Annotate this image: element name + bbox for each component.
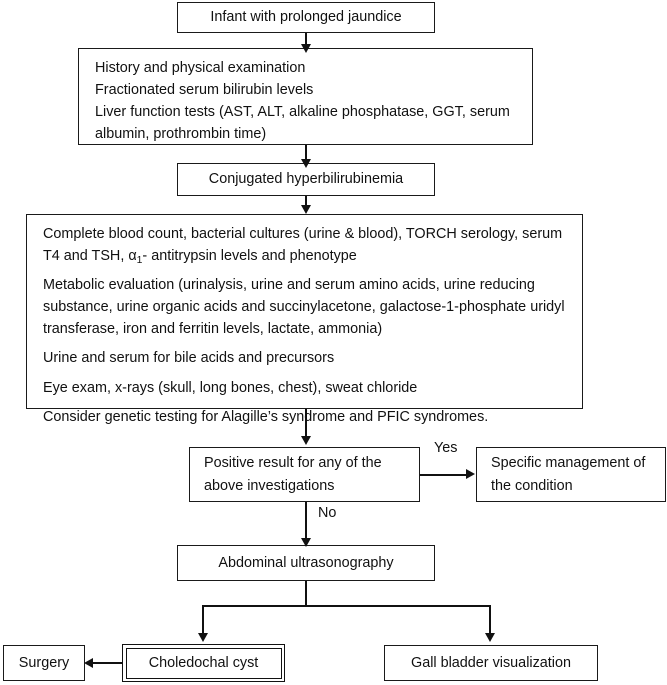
connector-start-to-workup xyxy=(305,33,307,46)
node-label: Surgery xyxy=(18,654,70,671)
connector-conjugated-to-investigations xyxy=(305,196,307,208)
arrowhead-workup-to-conjugated xyxy=(300,159,311,168)
node-label: Specific management of the condition xyxy=(491,455,646,494)
workup-line-2: Fractionated serum bilirubin levels xyxy=(95,81,314,98)
workup-line-1: History and physical examination xyxy=(95,60,306,76)
node-choledochal-cyst[interactable]: Choledochal cyst xyxy=(122,644,285,682)
node-conjugated-hyperbilirubinemia[interactable]: Conjugated hyperbilirubinemia xyxy=(177,163,435,196)
edge-label-yes: Yes xyxy=(434,440,458,456)
connector-ultrasound-split-bus xyxy=(202,605,491,607)
node-label: Conjugated hyperbilirubinemia xyxy=(208,171,404,188)
node-surgery[interactable]: Surgery xyxy=(3,645,85,681)
node-initial-workup[interactable]: History and physical examination Fractio… xyxy=(78,48,533,145)
arrowhead-decision-to-ultrasound xyxy=(300,538,311,547)
node-infant-with-prolonged-jaundice[interactable]: Infant with prolonged jaundice xyxy=(177,2,435,33)
investigation-paragraph-1: Complete blood count, bacterial cultures… xyxy=(43,226,563,266)
connector-decision-to-ultrasound xyxy=(305,502,307,540)
edge-label-no: No xyxy=(318,505,337,521)
node-abdominal-ultrasonography[interactable]: Abdominal ultrasonography xyxy=(177,545,435,581)
node-gall-bladder-visualization[interactable]: Gall bladder visualization xyxy=(384,645,598,681)
investigation-paragraph-4: Eye exam, x-rays (skull, long bones, che… xyxy=(43,379,418,396)
investigation-paragraph-5: Consider genetic testing for Alagille’s … xyxy=(43,409,489,426)
connector-split-right-drop xyxy=(489,605,491,635)
connector-decision-to-specific-management xyxy=(420,473,468,476)
node-specific-management[interactable]: Specific management of the condition xyxy=(476,447,666,502)
investigation-paragraph-3: Urine and serum for bile acids and precu… xyxy=(43,350,335,367)
arrowhead-investigations-to-decision xyxy=(300,436,311,445)
node-label: Infant with prolonged jaundice xyxy=(210,9,402,26)
node-label: Gall bladder visualization xyxy=(411,654,571,671)
connector-split-left-drop xyxy=(202,605,204,635)
workup-line-3: Liver function tests (AST, ALT, alkaline… xyxy=(95,103,510,142)
node-positive-result-decision[interactable]: Positive result for any of the above inv… xyxy=(189,447,420,502)
arrowhead-to-choledochal-cyst xyxy=(197,633,208,642)
connector-choledochal-cyst-to-surgery xyxy=(93,662,123,664)
arrowhead-conjugated-to-investigations xyxy=(300,205,311,214)
connector-investigations-to-decision xyxy=(305,409,307,438)
node-label: Abdominal ultrasonography xyxy=(218,554,394,571)
node-choledochal-cyst-inner: Choledochal cyst xyxy=(125,647,282,679)
arrowhead-to-gall-bladder xyxy=(484,633,495,642)
arrowhead-start-to-workup xyxy=(300,44,311,53)
connector-ultrasound-stem xyxy=(305,581,307,606)
arrowhead-choledochal-cyst-to-surgery xyxy=(84,657,93,668)
node-label: Positive result for any of the above inv… xyxy=(204,455,382,494)
node-investigations-panel[interactable]: Complete blood count, bacterial cultures… xyxy=(26,214,583,425)
investigation-paragraph-2: Metabolic evaluation (urinalysis, urine … xyxy=(43,277,565,338)
arrowhead-decision-to-specific-management xyxy=(466,469,475,479)
node-label: Choledochal cyst xyxy=(148,654,259,671)
connector-workup-to-conjugated xyxy=(305,145,307,161)
